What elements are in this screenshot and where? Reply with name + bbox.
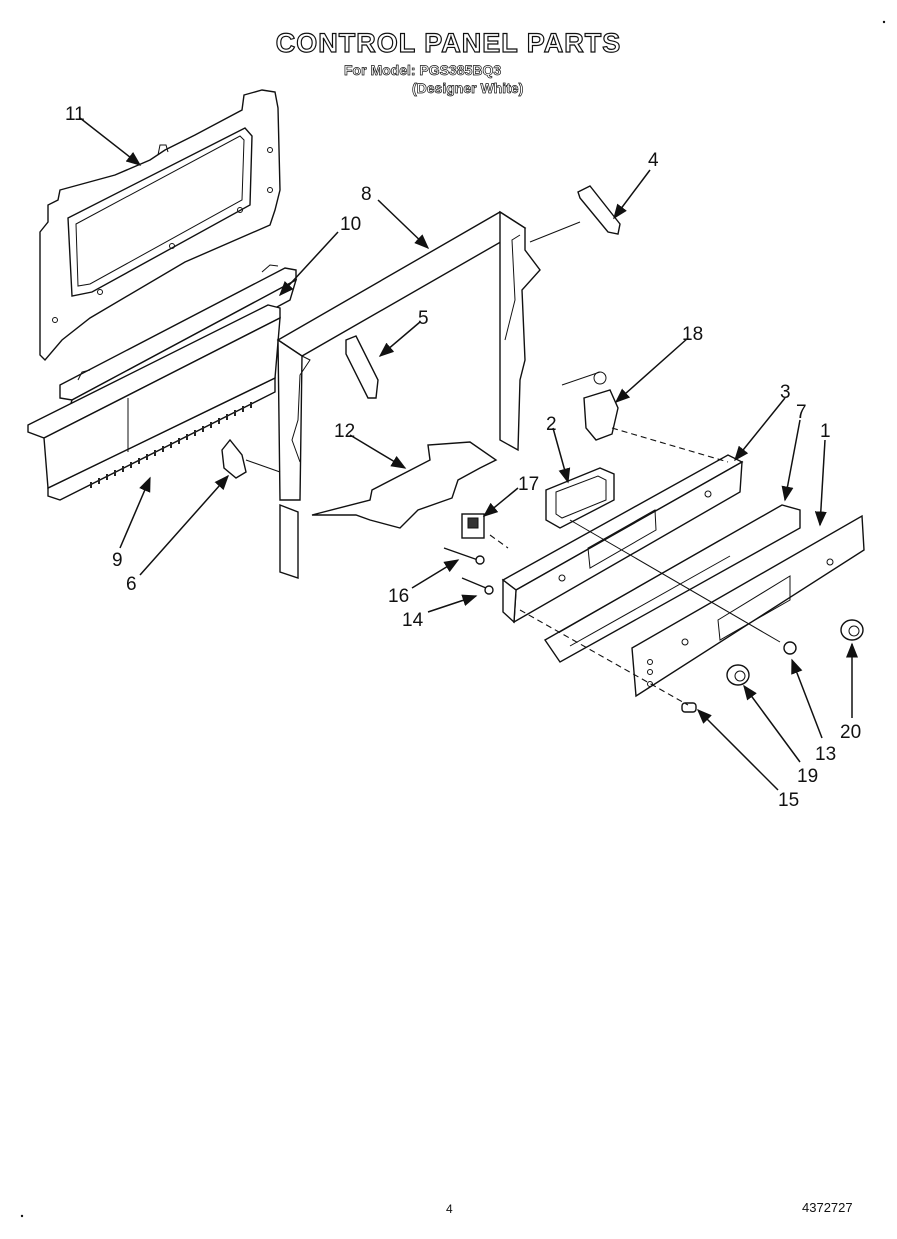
part-9-vented-rail [27, 304, 281, 501]
part-18-switch [561, 371, 619, 441]
part-1-control-panel-front [631, 514, 865, 698]
leader-arrows [79, 117, 858, 791]
part-17-connector [461, 513, 485, 539]
assembly-guide-lines [245, 221, 781, 706]
callout-5: 5 [418, 308, 429, 329]
part-20-knob [840, 619, 864, 641]
callout-2: 2 [546, 414, 557, 435]
callout-19: 19 [797, 766, 818, 787]
callout-labels: 11 10 8 4 5 18 12 2 3 7 1 17 16 14 9 6 2… [65, 104, 861, 811]
callout-6: 6 [126, 574, 137, 595]
part-6-clip [221, 438, 247, 479]
part-3-control-panel-rear [501, 454, 744, 624]
callout-16: 16 [388, 586, 409, 607]
page-title: CONTROL PANEL PARTS [275, 27, 622, 58]
callout-18: 18 [682, 324, 703, 345]
callout-12: 12 [334, 421, 355, 442]
callout-17: 17 [518, 474, 539, 495]
scan-speck [20, 1214, 24, 1218]
vent-slots [90, 402, 252, 488]
callout-20: 20 [840, 722, 861, 743]
callout-1: 1 [820, 421, 831, 442]
callout-9: 9 [112, 550, 123, 571]
document-number: 4372727 [802, 1200, 853, 1215]
callout-4: 4 [648, 150, 659, 171]
callout-8: 8 [361, 184, 372, 205]
callout-15: 15 [778, 790, 799, 811]
part-5-bracket [345, 335, 379, 399]
callout-13: 13 [815, 744, 836, 765]
part-14-screw [461, 577, 494, 595]
part-12-heat-shield [311, 441, 498, 529]
part-13-knob-small [783, 641, 797, 655]
callout-10: 10 [340, 214, 361, 235]
part-19-knob [726, 664, 750, 686]
part-7-membrane [543, 504, 801, 663]
callout-11: 11 [65, 104, 85, 125]
part-8-frame [276, 210, 541, 579]
finish-line: (Designer White) [412, 80, 524, 97]
scan-speck [882, 20, 886, 24]
model-line: For Model: PGS385BQ3 [344, 62, 502, 79]
part-4-side-trim [577, 185, 621, 235]
part-11-rear-panel [39, 89, 281, 362]
part-16-screw [443, 547, 485, 565]
page-number: 4 [446, 1202, 453, 1216]
callout-7: 7 [796, 402, 807, 423]
callout-3: 3 [780, 382, 791, 403]
callout-14: 14 [402, 610, 424, 631]
part-2-clock [545, 467, 615, 529]
part-15-plug [681, 702, 697, 713]
